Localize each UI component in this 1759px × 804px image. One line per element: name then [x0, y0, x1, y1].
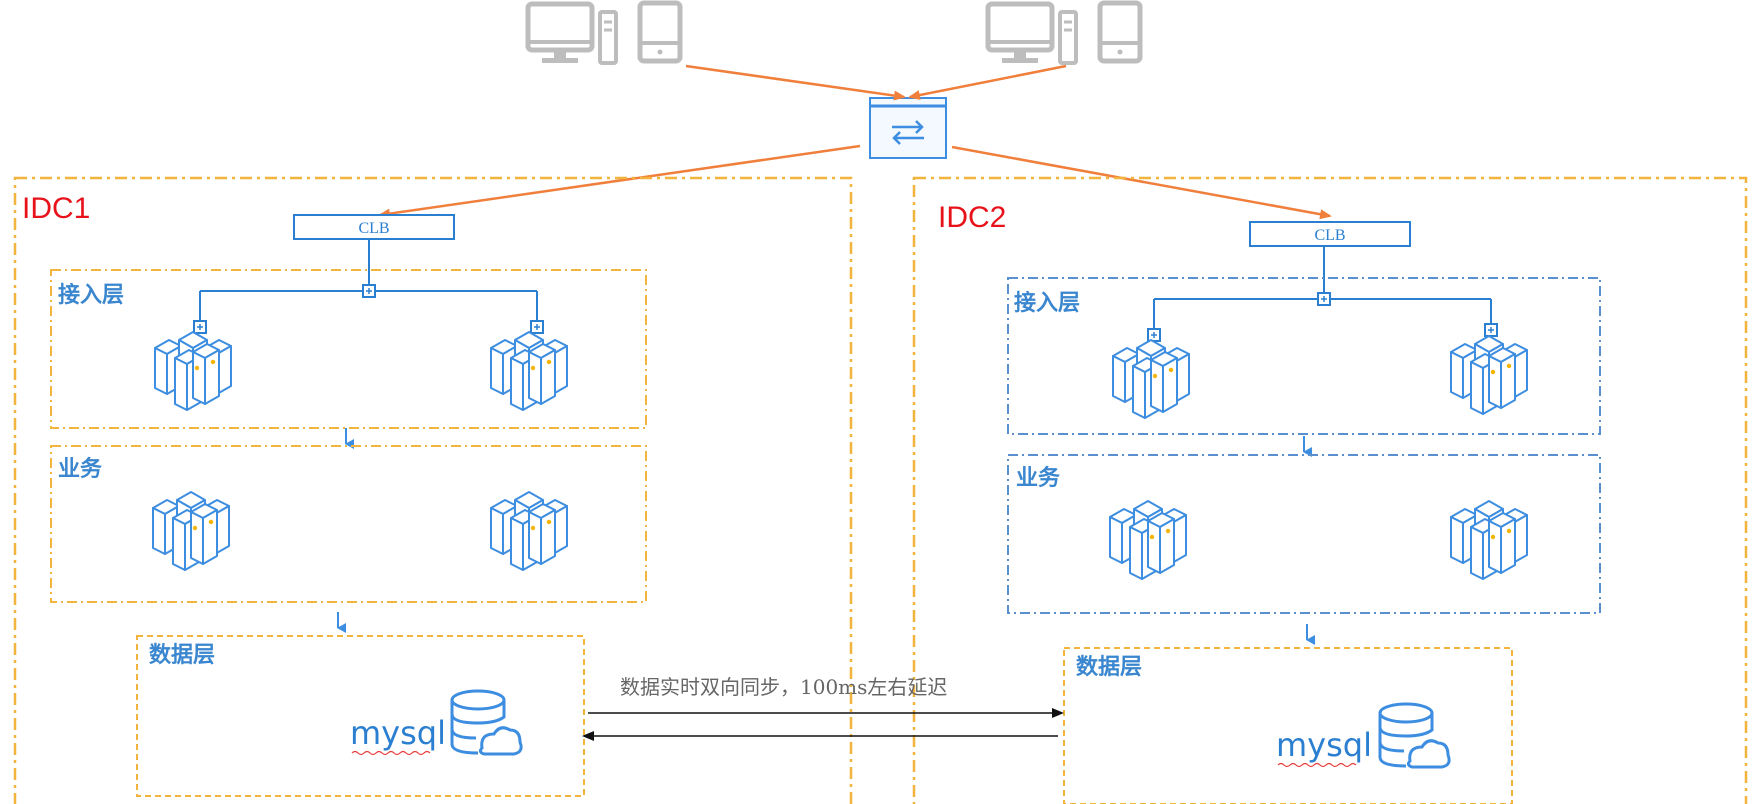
- server-cluster-icon: [1450, 335, 1528, 415]
- server-cluster-icon: [490, 331, 568, 411]
- clb1-box: [293, 214, 455, 240]
- server-cluster-icon: [1450, 500, 1528, 580]
- port-node-icon: [193, 320, 207, 334]
- idc2-zone: IDC2 CLB 接入层 业务 数据层 mysql: [912, 176, 1748, 804]
- idc1-data-layer: [136, 635, 585, 797]
- mobile-device-icon: [640, 3, 680, 61]
- idc1-access-layer-title: 接入层: [58, 283, 124, 308]
- idc2-title: IDC2: [938, 201, 1006, 234]
- idc2-business-layer: [1007, 454, 1601, 614]
- idc2-data-layer: [1063, 647, 1513, 804]
- idc1-data-layer-title: 数据层: [149, 642, 215, 668]
- desktop-computer-icon: [988, 4, 1076, 63]
- idc1-business-layer: [50, 445, 647, 603]
- gslb-to-clb2-arrow: [951, 145, 1332, 220]
- clb2-box: [1249, 221, 1411, 247]
- clb2-label: CLB: [1314, 227, 1345, 244]
- cloud-database-icon: [1378, 702, 1451, 769]
- client-to-gslb-arrow: [685, 64, 906, 101]
- idc1-access-layer: [50, 269, 647, 429]
- clb1-label: CLB: [358, 220, 389, 237]
- idc2-access-layer: [1007, 277, 1601, 435]
- port-node-icon: [1484, 323, 1498, 337]
- mobile-device-icon: [1100, 3, 1140, 61]
- port-node-icon: [1147, 328, 1161, 342]
- idc2-access-layer-title: 接入层: [1014, 291, 1080, 316]
- server-cluster-icon: [152, 491, 230, 571]
- gslb-switch-icon: [869, 97, 947, 159]
- idc1-zone: IDC1 CLB 接入层 业务 数据层 mysql: [13, 176, 853, 804]
- server-cluster-icon: [154, 331, 232, 411]
- idc1-title: IDC1: [22, 192, 90, 225]
- idc2-mysql-label: mysql: [1276, 726, 1372, 764]
- switch-node-icon: [1317, 292, 1331, 306]
- sync-label: 数据实时双向同步，100ms左右延迟: [620, 675, 947, 699]
- desktop-computer-icon: [528, 4, 616, 63]
- port-node-icon: [530, 320, 544, 334]
- server-cluster-icon: [490, 491, 568, 571]
- gslb-to-clb1-arrow: [378, 144, 861, 219]
- switch-node-icon: [362, 284, 376, 298]
- idc2-data-layer-title: 数据层: [1076, 654, 1142, 680]
- server-cluster-icon: [1112, 339, 1190, 419]
- server-cluster-icon: [1109, 500, 1187, 580]
- cloud-database-icon: [450, 689, 523, 756]
- idc1-business-layer-title: 业务: [58, 457, 103, 482]
- client-to-gslb-arrow: [908, 64, 1067, 100]
- idc2-business-layer-title: 业务: [1016, 466, 1061, 491]
- idc1-mysql-label: mysql: [350, 714, 446, 752]
